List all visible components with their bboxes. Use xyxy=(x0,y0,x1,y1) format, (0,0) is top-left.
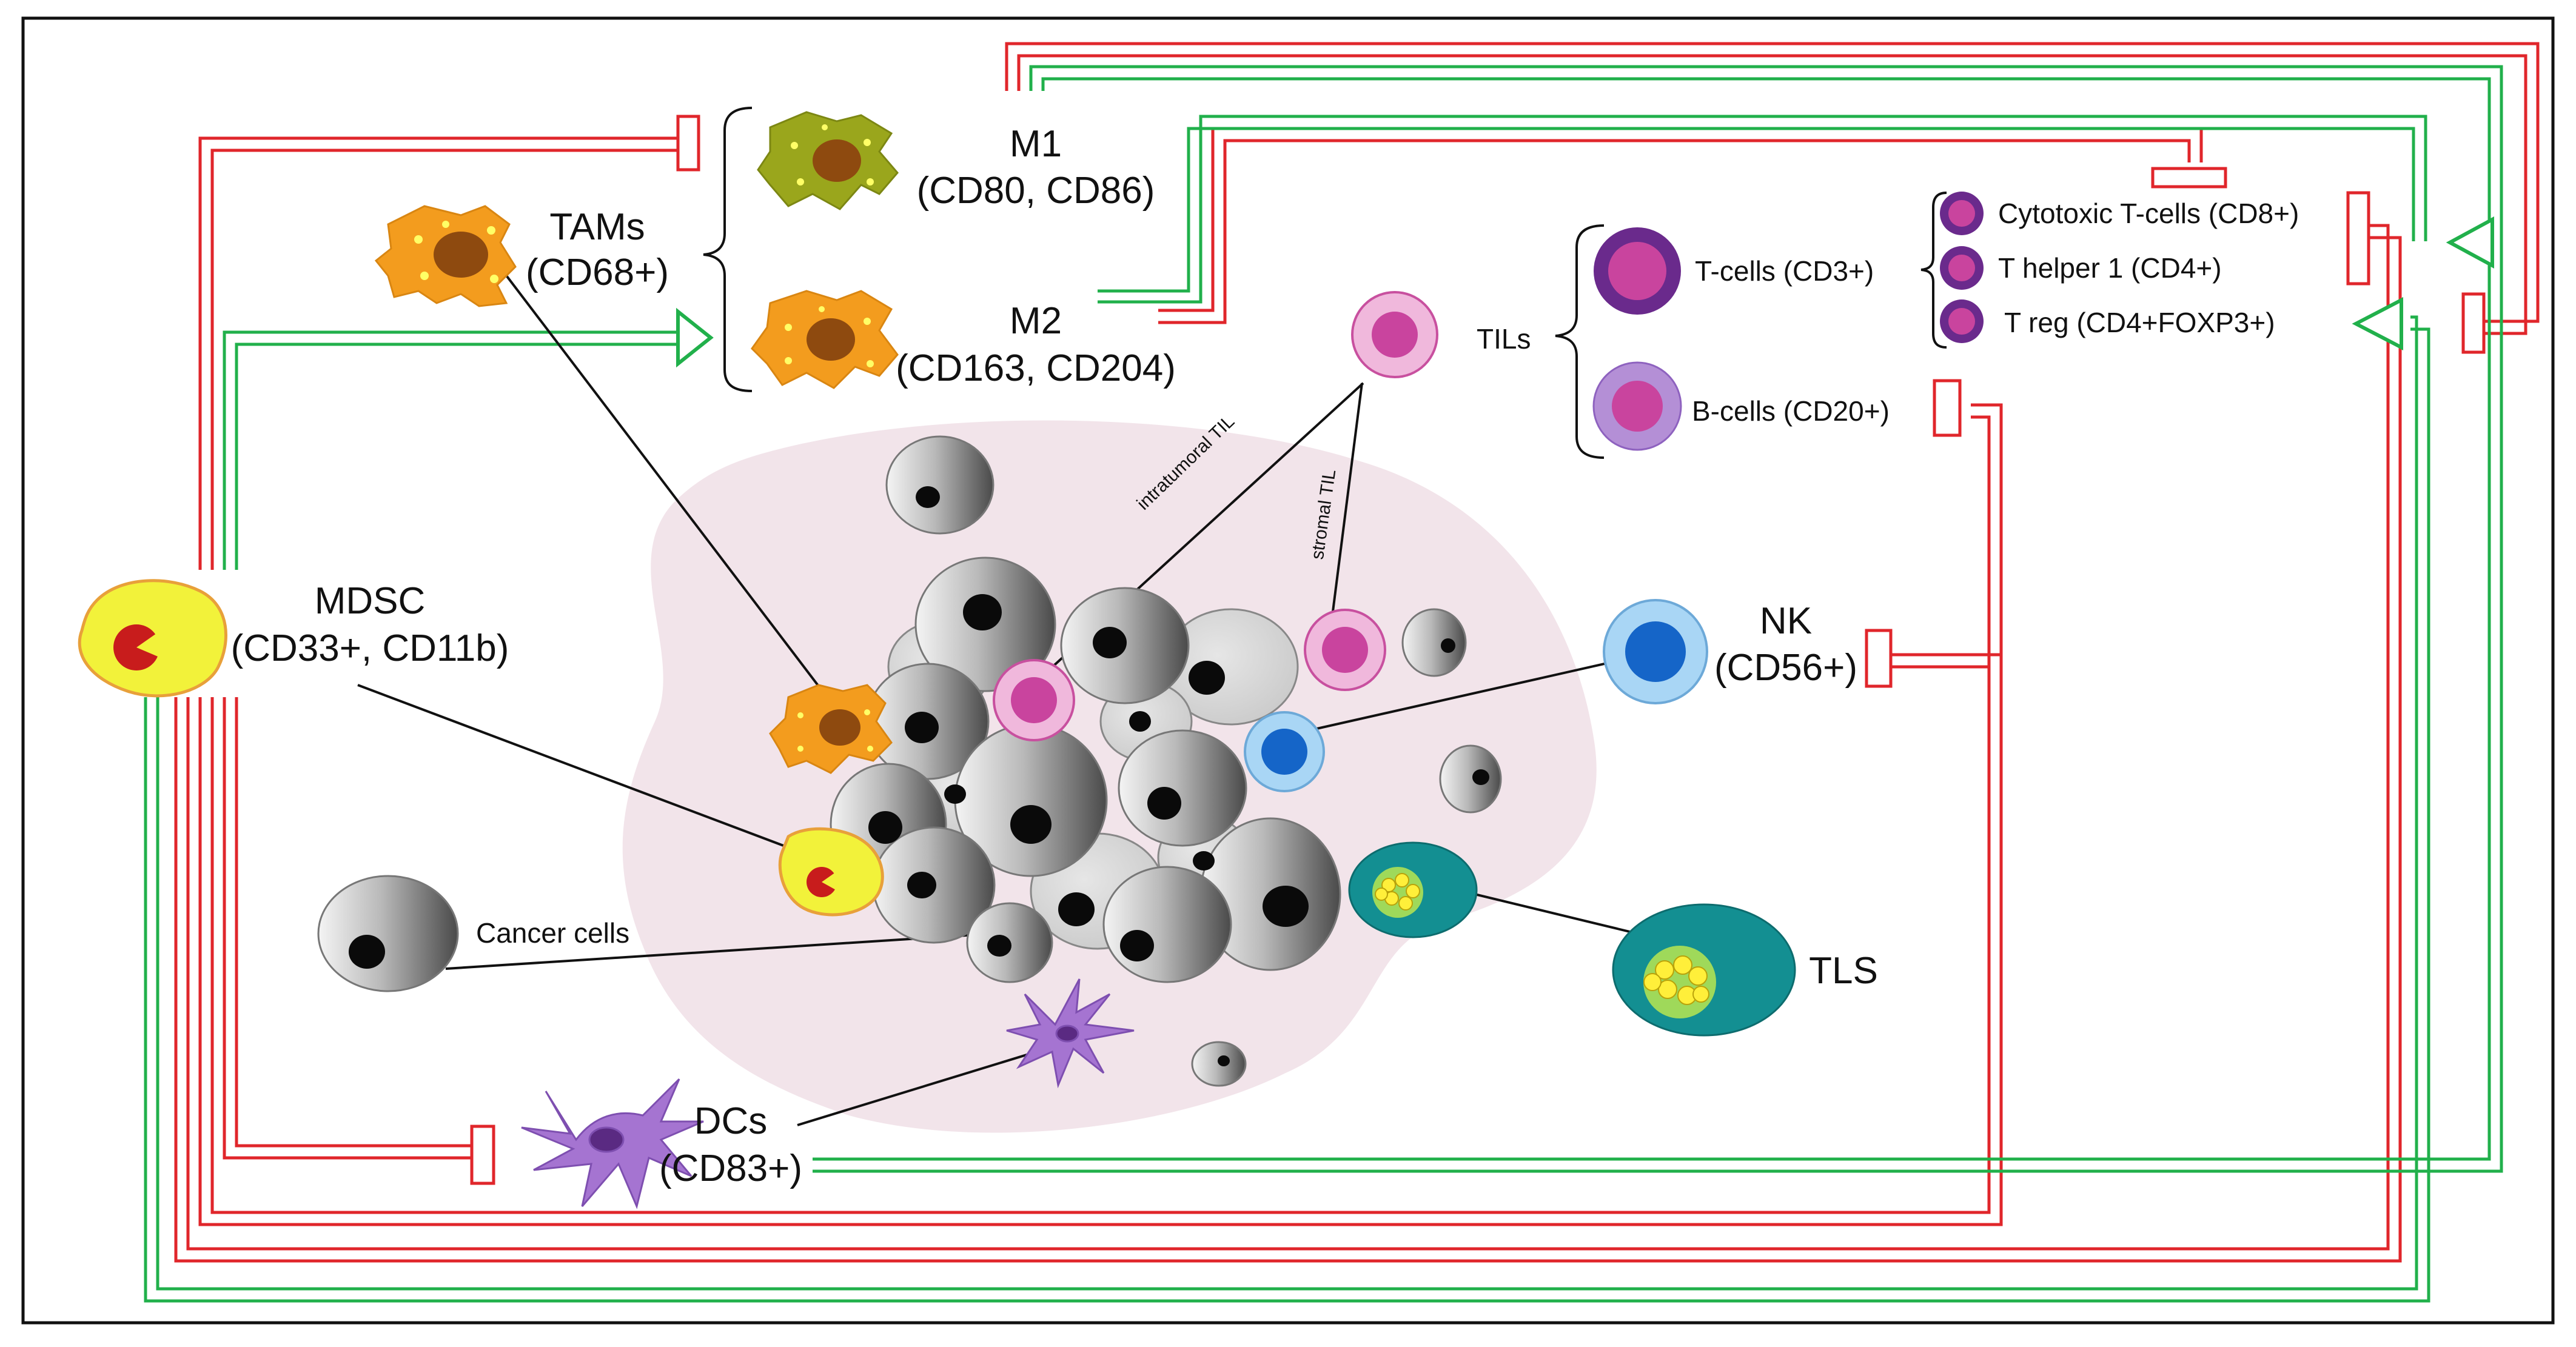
tam-in-tumor xyxy=(769,684,893,774)
tls-label: TLS xyxy=(1809,950,1878,992)
cancer-cells-label: Cancer cells xyxy=(476,917,629,949)
cytotoxic-t-cell-icon xyxy=(1940,192,1984,235)
m2-markers-label: (CD163, CD204) xyxy=(896,347,1176,389)
nk-markers-label: (CD56+) xyxy=(1714,647,1857,689)
m2-macrophage xyxy=(751,290,899,389)
activation-arrowheads xyxy=(676,216,2494,368)
stromal-til-cell xyxy=(1304,609,1386,691)
b-cell-icon xyxy=(1592,361,1682,451)
dc-cell-icon xyxy=(521,1078,704,1209)
t-reg-label: T reg (CD4+FOXP3+) xyxy=(2004,307,2275,338)
mdsc-label: MDSC xyxy=(315,580,426,622)
intratumoral-til-cell xyxy=(993,659,1075,741)
inhibition-bars xyxy=(470,115,2486,1185)
t-helper-cell-icon xyxy=(1940,246,1984,290)
t-helper-label: T helper 1 (CD4+) xyxy=(1998,252,2222,284)
t-reg-cell-icon xyxy=(1940,299,1984,343)
cancer-cell-legend-icon xyxy=(317,875,459,992)
nk-label: NK xyxy=(1760,600,1812,642)
dcs-label: DCs xyxy=(694,1100,768,1142)
m1-macrophage xyxy=(757,111,899,210)
tls-icon xyxy=(1612,903,1796,1037)
tls-in-tumor xyxy=(1348,841,1478,938)
mdsc-markers-label: (CD33+, CD11b) xyxy=(231,627,509,669)
b-cells-label: B-cells (CD20+) xyxy=(1692,395,1890,427)
tils-label: TILs xyxy=(1477,323,1531,355)
tams-label: TAMs xyxy=(549,206,645,248)
tumor-stroma xyxy=(622,420,1597,1133)
tams-markers-label: (CD68+) xyxy=(526,252,669,293)
dcs-markers-label: (CD83+) xyxy=(659,1148,802,1189)
t-cells-label: T-cells (CD3+) xyxy=(1695,255,1874,287)
activation-lines xyxy=(144,65,2503,1303)
dc-in-tumor xyxy=(1006,978,1135,1089)
mdsc-cell xyxy=(78,579,227,698)
m1-markers-label: (CD80, CD86) xyxy=(917,170,1155,212)
nk-cell-icon xyxy=(1603,599,1708,704)
inhibition-lines xyxy=(174,42,2540,1263)
braces xyxy=(703,107,1947,459)
t-cell-icon xyxy=(1594,227,1681,315)
m1-label: M1 xyxy=(1010,123,1062,165)
cytotoxic-label: Cytotoxic T-cells (CD8+) xyxy=(1998,198,2299,229)
til-cell-top xyxy=(1351,291,1438,378)
m2-label: M2 xyxy=(1010,300,1062,342)
tam-cell xyxy=(374,205,517,307)
nk-cell-in-tumor xyxy=(1244,711,1325,792)
mdsc-in-tumor xyxy=(778,827,884,917)
cancer-cell-cluster xyxy=(830,435,1502,1087)
